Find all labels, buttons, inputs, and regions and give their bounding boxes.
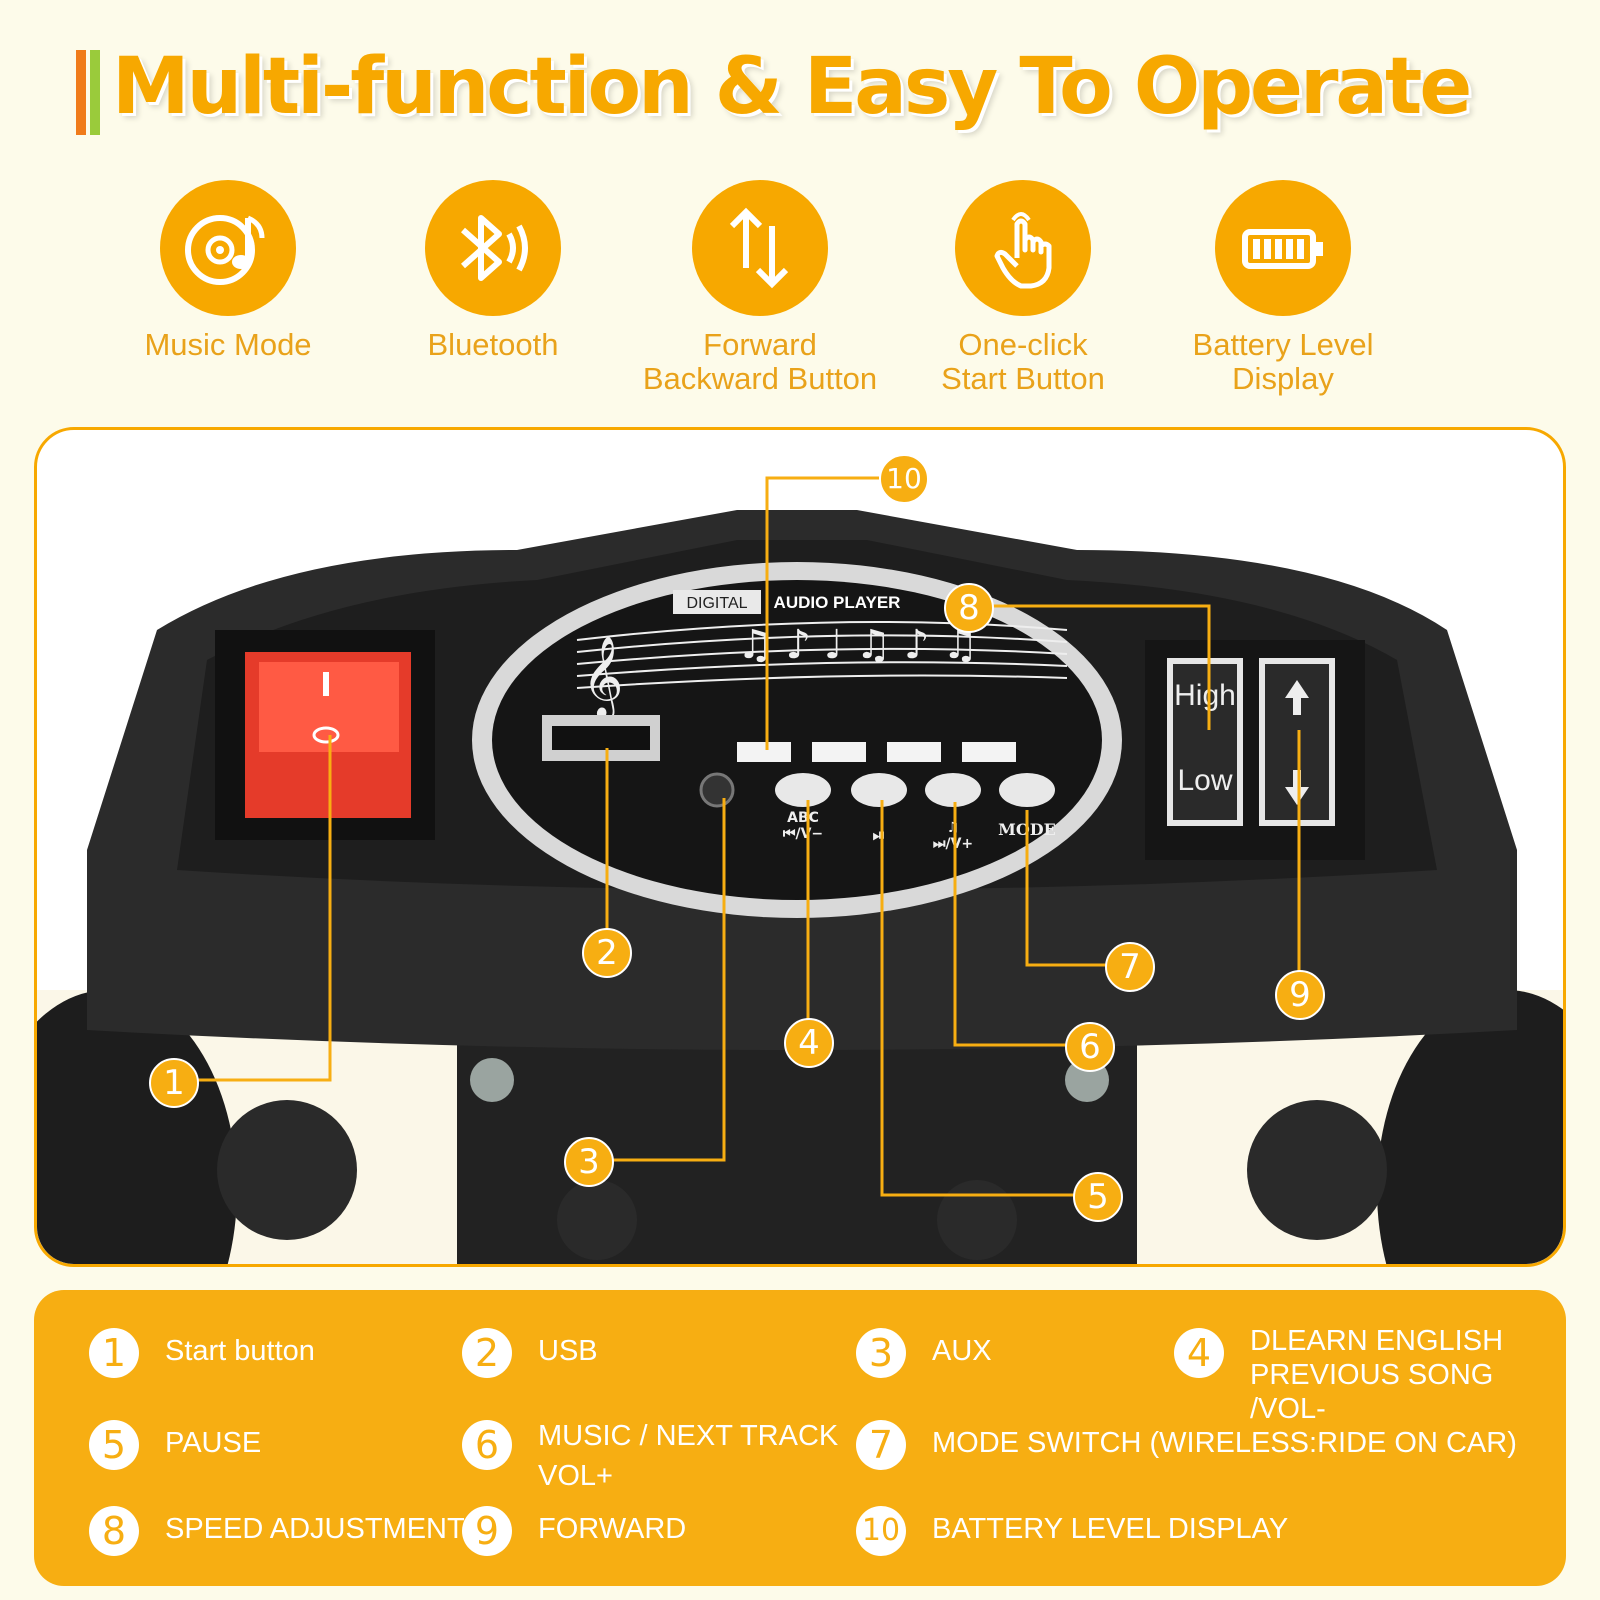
player-label-left: DIGITAL bbox=[686, 595, 747, 612]
switch-high-label: High bbox=[1174, 679, 1236, 712]
battery-icon bbox=[1215, 180, 1351, 316]
feature-forward-backward: Forward Backward Button bbox=[630, 180, 890, 396]
feature-music-mode: Music Mode bbox=[98, 180, 358, 362]
feature-label: Music Mode bbox=[144, 327, 312, 362]
legend-text: MUSIC / NEXT TRACK VOL+ bbox=[538, 1420, 839, 1492]
feature-label: Bluetooth bbox=[427, 327, 559, 362]
music-disc-icon bbox=[160, 180, 296, 316]
feature-label: Forward Backward Button bbox=[642, 327, 878, 396]
legend-item: 10 BATTERY LEVEL DISPLAY bbox=[856, 1506, 1288, 1556]
legend-text: FORWARD bbox=[538, 1513, 687, 1545]
legend-item: 8 SPEED ADJUSTMENT bbox=[89, 1506, 465, 1556]
player-label-right: AUDIO PLAYER bbox=[774, 593, 901, 612]
legend-text: USB bbox=[538, 1335, 598, 1367]
legend-number: 5 bbox=[89, 1420, 139, 1470]
switch-low-label: Low bbox=[1177, 764, 1232, 797]
legend-text: SPEED ADJUSTMENT bbox=[165, 1513, 465, 1545]
legend-text: DLEARN ENGLISH PREVIOUS SONG /VOL- bbox=[1250, 1325, 1504, 1425]
callout-10: 10 bbox=[879, 454, 929, 504]
feature-label: One-click Start Button bbox=[941, 327, 1105, 396]
legend-text: BATTERY LEVEL DISPLAY bbox=[932, 1513, 1289, 1545]
callout-9: 9 bbox=[1275, 970, 1325, 1020]
legend-item: 6 MUSIC / NEXT TRACK VOL+ bbox=[462, 1420, 838, 1496]
legend-item: 7 MODE SWITCH (WIRELESS:RIDE ON CAR) bbox=[856, 1420, 1517, 1470]
legend-number: 3 bbox=[856, 1328, 906, 1378]
legend-number: 2 bbox=[462, 1328, 512, 1378]
feature-one-click-start: One-click Start Button bbox=[893, 180, 1153, 396]
legend-item: 2 USB bbox=[462, 1328, 598, 1378]
title-accent-orange bbox=[76, 50, 86, 135]
legend-item: 3 AUX bbox=[856, 1328, 992, 1378]
legend-text: AUX bbox=[932, 1335, 992, 1367]
callout-3: 3 bbox=[564, 1137, 614, 1187]
feature-label: Battery Level Display bbox=[1192, 327, 1374, 396]
legend-item: 1 Start button bbox=[89, 1328, 315, 1378]
legend-item: 9 FORWARD bbox=[462, 1506, 686, 1556]
legend-text: PAUSE bbox=[165, 1427, 262, 1459]
feature-battery-level: Battery Level Display bbox=[1153, 180, 1413, 396]
button-label-prev: ABC⏮/V− bbox=[783, 810, 823, 842]
callout-1: 1 bbox=[149, 1058, 199, 1108]
legend-number: 4 bbox=[1174, 1328, 1224, 1378]
legend-number: 1 bbox=[89, 1328, 139, 1378]
callout-7: 7 bbox=[1105, 942, 1155, 992]
page-title: Multi-function & Easy To Operate bbox=[112, 42, 1472, 132]
legend-number: 8 bbox=[89, 1506, 139, 1556]
dashboard-illustration: DIGITAL AUDIO PLAYER 𝄞 ♫ ♪ ♩ ♫ ♪ ♫ ABC⏮/… bbox=[37, 476, 1563, 1264]
feature-bluetooth: Bluetooth bbox=[363, 180, 623, 362]
legend-item: 4 DLEARN ENGLISH PREVIOUS SONG /VOL- bbox=[1174, 1325, 1566, 1426]
callout-5: 5 bbox=[1073, 1172, 1123, 1222]
legend-text: Start button bbox=[165, 1335, 315, 1367]
legend-number: 10 bbox=[856, 1506, 906, 1556]
title-accent-green bbox=[90, 50, 100, 135]
legend-number: 7 bbox=[856, 1420, 906, 1470]
up-down-arrows-icon bbox=[692, 180, 828, 316]
bluetooth-icon bbox=[425, 180, 561, 316]
legend-panel: 1 Start button 2 USB 3 AUX 4 DLEARN ENGL… bbox=[34, 1290, 1566, 1586]
legend-number: 6 bbox=[462, 1420, 512, 1470]
svg-text:𝄞: 𝄞 bbox=[582, 635, 623, 720]
callout-2: 2 bbox=[582, 928, 632, 978]
touch-hand-icon bbox=[955, 180, 1091, 316]
svg-text:♫ ♪ ♩ ♫ ♪ ♫: ♫ ♪ ♩ ♫ ♪ ♫ bbox=[737, 622, 978, 668]
callout-4: 4 bbox=[784, 1018, 834, 1068]
callout-6: 6 bbox=[1065, 1022, 1115, 1072]
callout-8: 8 bbox=[944, 583, 994, 633]
dashboard-photo-panel: DIGITAL AUDIO PLAYER 𝄞 ♫ ♪ ♩ ♫ ♪ ♫ ABC⏮/… bbox=[34, 427, 1566, 1267]
legend-text: MODE SWITCH (WIRELESS:RIDE ON CAR) bbox=[932, 1427, 1517, 1459]
legend-number: 9 bbox=[462, 1506, 512, 1556]
legend-item: 5 PAUSE bbox=[89, 1420, 261, 1470]
